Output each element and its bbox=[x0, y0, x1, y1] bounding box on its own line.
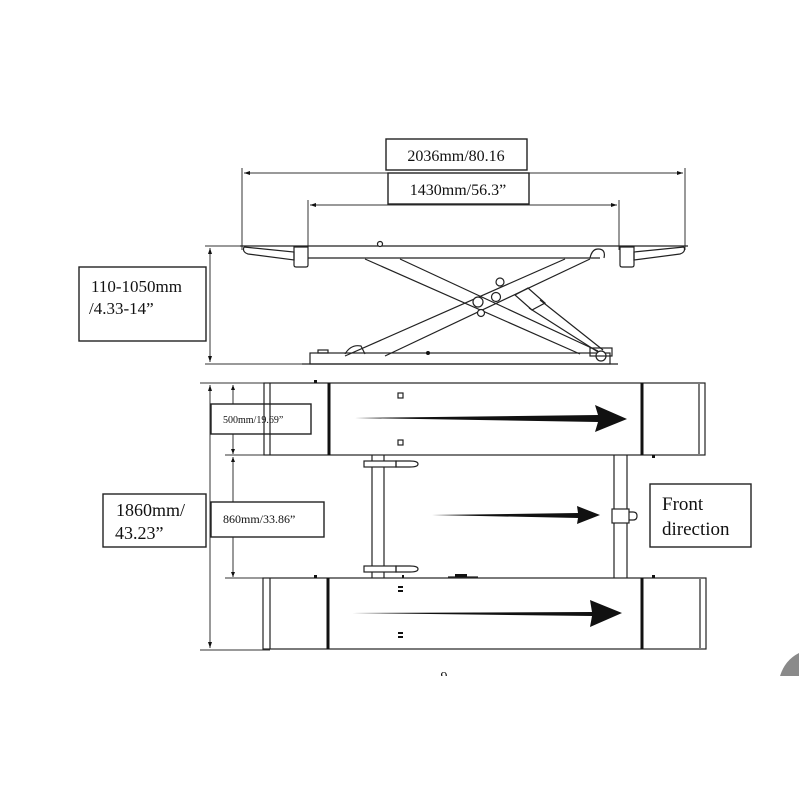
front-direction-callout: Front direction bbox=[649, 483, 752, 548]
overall-length-label: 2036mm/80.16 bbox=[407, 148, 504, 165]
side-view: 2036mm/80.16 1430mm/56.3” 110-1050mm /4.… bbox=[78, 138, 688, 365]
gap-label: 860mm/33.86” bbox=[223, 512, 295, 526]
slot-marker bbox=[398, 632, 403, 634]
slot-marker bbox=[397, 439, 404, 446]
height-label-line2: /4.33-14” bbox=[89, 299, 154, 318]
gap-dimension: 860mm/33.86” bbox=[210, 457, 325, 579]
slot-marker bbox=[398, 636, 403, 638]
direction-arrow bbox=[352, 600, 622, 627]
direction-arrow bbox=[355, 405, 627, 432]
overall-width-dimension: 1860mm/ 43.23” bbox=[102, 382, 270, 651]
inner-length-dimension: 1430mm/56.3” bbox=[307, 172, 620, 250]
front-direction-label-box bbox=[649, 483, 752, 548]
top-view: 1860mm/ 43.23” 500mm/19.69” 860mm/33.86” bbox=[102, 380, 752, 651]
hydraulic-cylinder bbox=[513, 287, 604, 353]
inner-length-label-box bbox=[387, 172, 530, 205]
lift-base bbox=[302, 345, 618, 365]
slot-marker bbox=[398, 590, 403, 592]
overall-width-label-line2: 43.23” bbox=[115, 523, 164, 543]
gap-label-box bbox=[210, 501, 325, 538]
front-direction-line2: direction bbox=[662, 519, 730, 540]
platform-width-label-box bbox=[210, 403, 312, 435]
slot-marker bbox=[397, 392, 404, 399]
slot-marker bbox=[398, 586, 403, 588]
scissor-mechanism bbox=[344, 258, 604, 357]
overall-width-label-line1: 1860mm/ bbox=[116, 500, 185, 520]
overall-length-label-box bbox=[385, 138, 528, 171]
height-label-box bbox=[78, 266, 207, 342]
inner-length-label: 1430mm/56.3” bbox=[410, 182, 506, 199]
page-curl-corner bbox=[780, 653, 799, 676]
overall-length-dimension: 2036mm/80.16 bbox=[241, 138, 686, 250]
lower-platform bbox=[262, 575, 707, 650]
upper-platform bbox=[263, 380, 706, 458]
height-dimension: 110-1050mm /4.33-14” bbox=[78, 245, 310, 365]
lift-platform bbox=[240, 240, 688, 268]
height-label-line1: 110-1050mm bbox=[91, 277, 182, 296]
front-direction-line1: Front bbox=[662, 494, 704, 515]
middle-frame bbox=[363, 455, 638, 578]
platform-width-label: 500mm/19.69” bbox=[223, 415, 283, 426]
platform-width-dimension: 500mm/19.69” bbox=[210, 385, 312, 456]
direction-arrow-middle bbox=[432, 506, 600, 524]
overall-width-label-box bbox=[102, 493, 207, 548]
